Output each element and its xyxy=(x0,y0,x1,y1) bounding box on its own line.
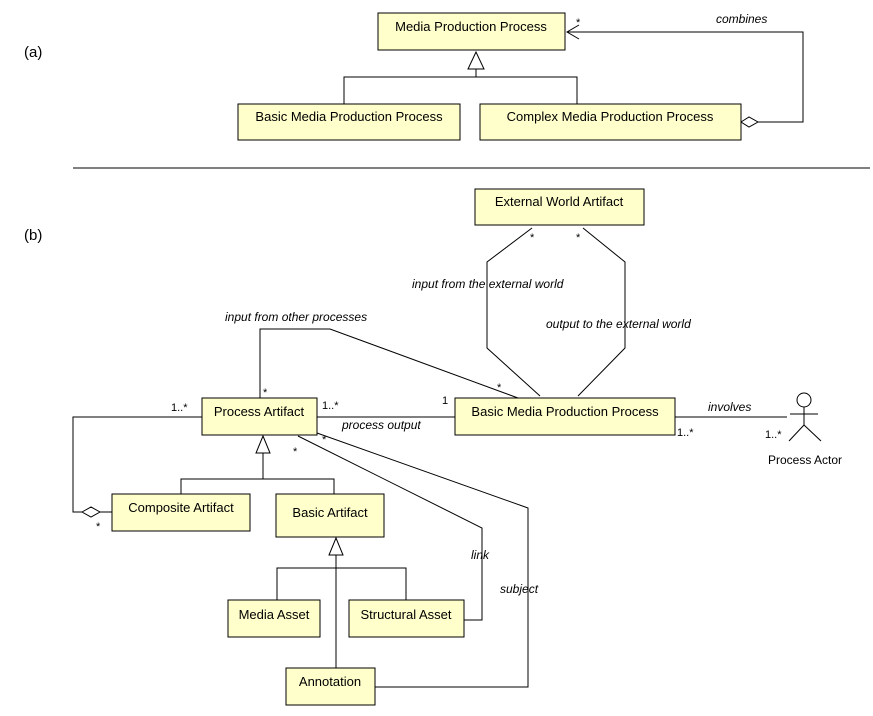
multiplicity-bmpp-involves: 1..* xyxy=(677,427,694,439)
combines-label: combines xyxy=(716,12,767,26)
generalization-triangle-ba xyxy=(328,536,344,556)
combines-association xyxy=(567,31,804,123)
class-label: Basic Artifact xyxy=(292,505,368,520)
link-association xyxy=(297,435,483,621)
multiplicity-ewa-in: * xyxy=(530,232,535,244)
class-media-asset: Media Asset xyxy=(227,599,321,638)
generalization-connector-pa xyxy=(180,478,335,494)
multiplicity-pa-input: * xyxy=(263,387,268,399)
composite-aggregation xyxy=(72,416,202,513)
multiplicity-actor: 1..* xyxy=(765,429,782,441)
input-external-association xyxy=(486,227,541,397)
multiplicity-ewa-out: * xyxy=(576,232,581,244)
multiplicity-pa-composite: 1..* xyxy=(171,402,188,414)
generalization-triangle-a xyxy=(467,50,485,70)
class-structural-asset: Structural Asset xyxy=(348,599,465,638)
class-label: Structural Asset xyxy=(360,607,451,622)
actor-icon xyxy=(788,392,822,442)
class-label: Complex Media Production Process xyxy=(507,109,714,124)
class-external-world-artifact: External World Artifact xyxy=(474,188,645,226)
panel-label-b: (b) xyxy=(24,227,42,244)
multiplicity-pa-link: * xyxy=(293,446,298,458)
aggregation-diamond-b xyxy=(80,506,102,518)
class-process-artifact: Process Artifact xyxy=(201,397,318,436)
class-label: Media Asset xyxy=(239,607,310,622)
class-label: Basic Media Production Process xyxy=(471,404,659,419)
process-output-label: process output xyxy=(341,418,421,432)
multiplicity-mpp: * xyxy=(576,17,581,29)
combines-arrowhead xyxy=(566,24,580,40)
input-other-label: input from other processes xyxy=(225,310,367,324)
generalization-triangle-pa xyxy=(255,434,271,454)
generalization-connector-a xyxy=(343,76,578,104)
output-external-label: output to the external world xyxy=(546,317,691,331)
class-label: Process Artifact xyxy=(214,404,305,419)
multiplicity-bmpp-output: 1 xyxy=(442,395,448,407)
input-external-label: input from the external world xyxy=(412,277,564,291)
multiplicity-pa-subject: * xyxy=(322,434,327,446)
class-label: External World Artifact xyxy=(495,194,624,209)
aggregation-diamond-a xyxy=(740,116,760,128)
output-external-association xyxy=(577,227,626,397)
multiplicity-pa-output: 1..* xyxy=(322,400,339,412)
class-label: Annotation xyxy=(299,674,361,689)
subject-association xyxy=(316,432,529,688)
panel-label-a: (a) xyxy=(24,44,42,61)
class-composite-artifact: Composite Artifact xyxy=(111,493,251,532)
class-annotation: Annotation xyxy=(285,667,376,706)
multiplicity-composite: * xyxy=(96,521,101,533)
class-media-production-process: Media Production Process xyxy=(377,12,566,51)
class-basic-artifact: Basic Artifact xyxy=(275,493,385,538)
subject-label: subject xyxy=(500,582,539,596)
generalization-connector-ba xyxy=(276,567,407,600)
class-basic-media-production-process-a: Basic Media Production Process xyxy=(237,103,461,141)
actor-label: Process Actor xyxy=(768,453,842,467)
class-label: Composite Artifact xyxy=(128,500,234,515)
class-complex-media-production-process: Complex Media Production Process xyxy=(479,103,742,141)
input-other-association xyxy=(259,328,519,399)
class-basic-media-production-process-b: Basic Media Production Process xyxy=(454,397,676,436)
class-label: Media Production Process xyxy=(395,19,547,34)
involves-label: involves xyxy=(708,400,751,414)
link-label: link xyxy=(471,548,490,562)
class-label: Basic Media Production Process xyxy=(255,109,443,124)
multiplicity-bmpp-input: * xyxy=(497,382,502,394)
